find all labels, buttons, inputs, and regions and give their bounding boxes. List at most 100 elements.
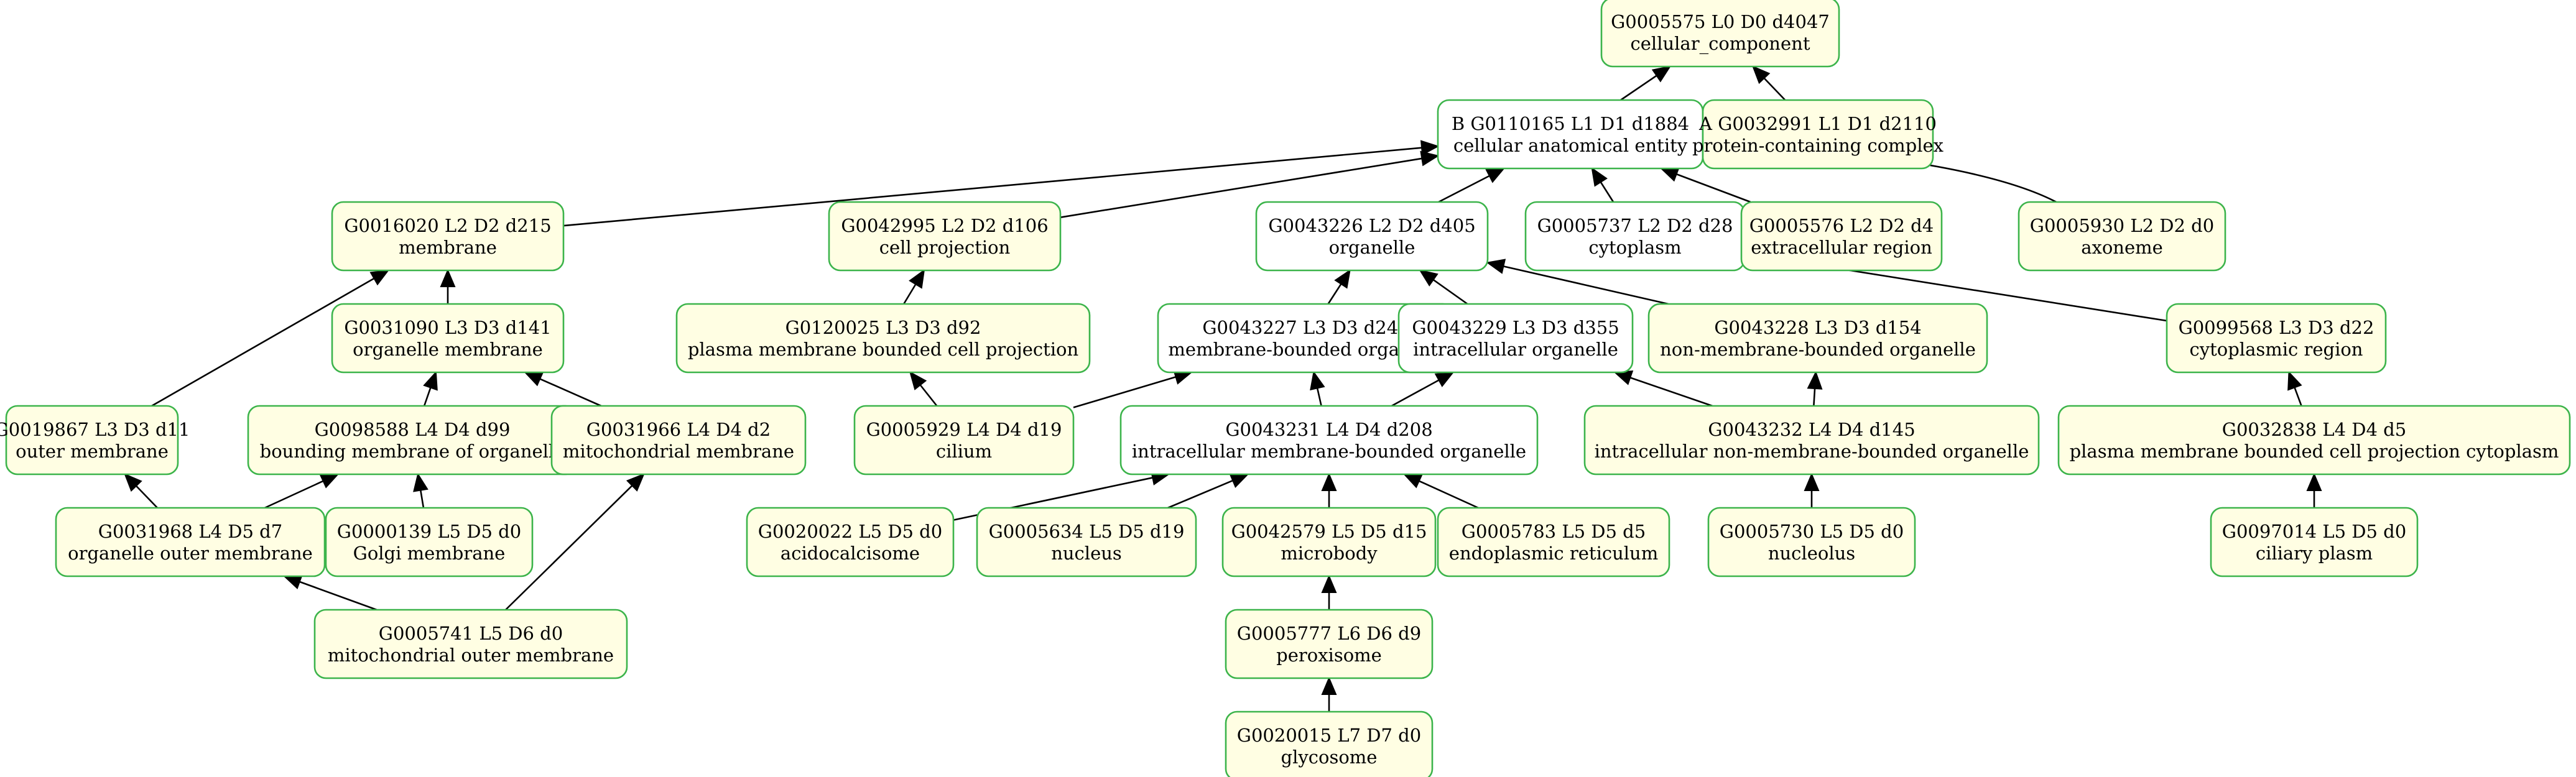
edge-arrowhead [1485,167,1506,183]
node-term-label: acidocalcisome [781,543,920,564]
node-box [853,405,1075,476]
node-term-label: plasma membrane bounded cell projection [688,339,1078,360]
node-id-label: G0097014 L5 D5 d0 [2222,521,2406,542]
node-box [550,405,807,476]
edge-n0000139-to-n0098588 [419,490,425,508]
edge-arrowhead [413,472,429,492]
node-term-label: nucleolus [1768,543,1855,564]
edge-n0043227-to-n0043226 [1327,283,1342,305]
edge-n0043232-to-n0043228 [1813,388,1816,407]
node-term-label: cytoplasmic region [2190,339,2363,360]
node-box [1524,201,1746,272]
node-term-label: mitochondrial outer membrane [328,645,614,666]
node-box [313,609,628,679]
node-id-label: G0019867 L3 D3 d11 [0,419,190,440]
node-id-label: G0005783 L5 D5 d5 [1462,521,1646,542]
edge-arrowhead [1486,259,1506,274]
node-term-label: Golgi membrane [353,543,506,564]
edge-arrowhead [1807,370,1823,390]
node-term-label: organelle [1329,237,1415,258]
node-term-label: ciliary plasm [2256,543,2373,564]
node-box [2166,303,2387,374]
edge-arrowhead [282,574,303,589]
node-box [55,507,326,577]
edge-arrowhead [626,473,645,492]
node-box [2018,201,2226,272]
node-term-label: extracellular region [1751,237,1932,258]
node-box [1225,609,1434,679]
edge-n0043226-to-n0110165 [1438,175,1490,203]
node-id-label: G0043227 L3 D3 d242 [1202,317,1409,338]
node-id-label: G0043228 L3 D3 d154 [1714,317,1921,338]
node-id-label: G0005777 L6 D6 d9 [1237,623,1421,644]
edge-arrowhead [423,370,438,391]
node-id-label: G0020022 L5 D5 d0 [758,521,942,542]
node-term-label: endoplasmic reticulum [1449,543,1658,564]
node-term-label: intracellular membrane-bounded organelle [1132,441,1526,462]
edge-arrowhead [319,473,340,489]
node-box [2210,507,2419,577]
node-box [5,405,179,476]
node-box [976,507,1197,577]
node-n0043228[interactable]: G0043228 L3 D3 d154non-membrane-bounded … [1647,303,1988,374]
node-term-label: bounding membrane of organelle [260,441,565,462]
node-id-label: G0020015 L7 D7 d0 [1237,725,1421,746]
edge-n0043231-to-n0043229 [1391,379,1440,407]
node-term-label: intracellular organelle [1413,339,1618,360]
node-id-label: G0098588 L4 D4 d99 [315,419,511,440]
edge-arrowhead [1651,65,1672,83]
node-n0032991[interactable]: A G0032991 L1 D1 d2110protein-containing… [1692,99,1944,170]
node-box [325,507,534,577]
node-box [1647,303,1988,374]
edge-n0043229-to-n0043226 [1432,278,1468,305]
edge-n0043231-to-n0043227 [1316,388,1322,407]
edge-n0005741-to-n0031968 [299,581,378,611]
edge-arrowhead [2306,472,2322,491]
node-id-label: G0005929 L4 D4 d19 [866,419,1062,440]
node-id-label: G0016020 L2 D2 d215 [344,215,551,236]
node-box [1583,405,2040,476]
node-id-label: G0005634 L5 D5 d19 [989,521,1185,542]
node-id-label: A G0032991 L1 D1 d2110 [1698,113,1937,134]
node-term-label: cellular anatomical entity [1453,135,1688,156]
edge-n0031968-to-n0098588 [264,480,324,509]
node-term-label: outer membrane [16,441,169,462]
edge-n0005929-to-n0043227 [1073,376,1177,408]
edge-arrowhead [1420,150,1440,167]
edge-arrowhead [2287,370,2302,391]
edge-arrowhead [1591,167,1608,187]
node-term-label: mitochondrial membrane [563,441,794,462]
edge-n0043232-to-n0043229 [1629,377,1713,407]
